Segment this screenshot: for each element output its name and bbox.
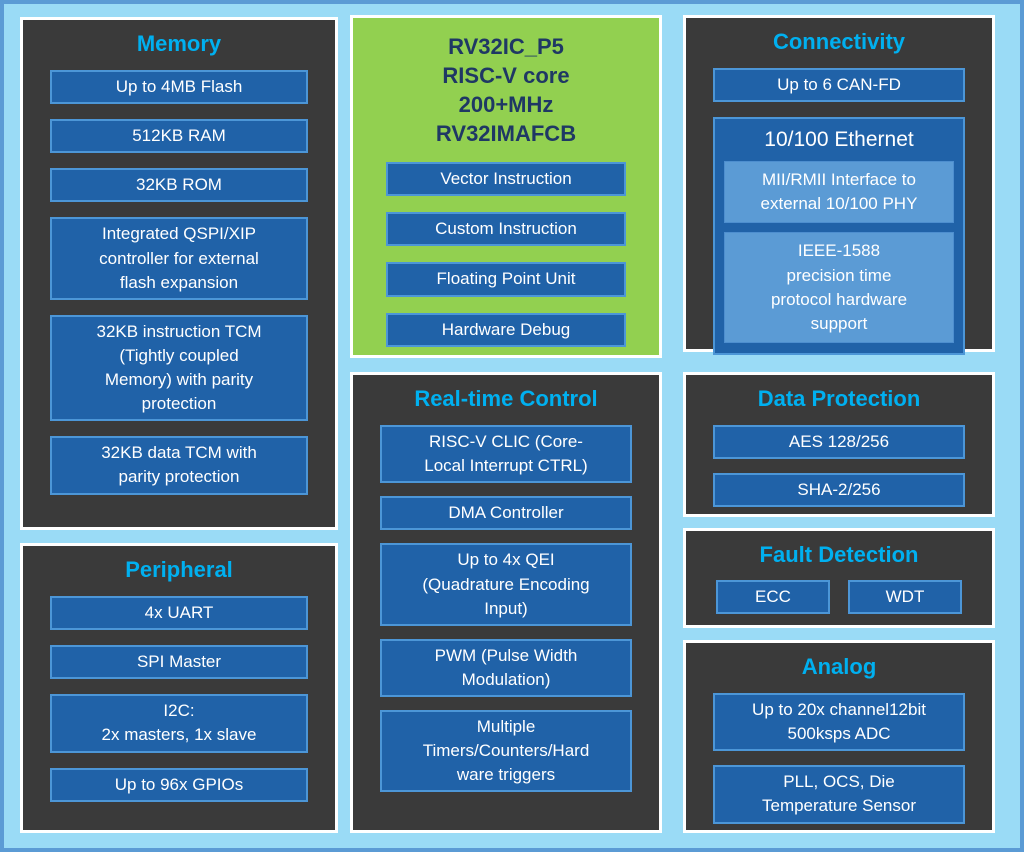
fault-detection-item-ecc: ECC: [716, 580, 830, 615]
peripheral-title: Peripheral: [125, 557, 233, 582]
realtime-item-qei: Up to 4x QEI (Quadrature Encoding Input): [380, 543, 632, 626]
realtime-item-dma: DMA Controller: [380, 496, 632, 531]
data-protection-item-sha: SHA-2/256: [713, 473, 965, 508]
ethernet-label: 10/100 Ethernet: [764, 128, 914, 152]
memory-item-data-tcm: 32KB data TCM with parity protection: [50, 436, 308, 495]
data-protection-item-aes: AES 128/256: [713, 425, 965, 460]
fault-detection-boxes: ECC WDT: [686, 568, 992, 626]
peripheral-item-spi: SPI Master: [50, 645, 308, 680]
core-item-vector-instruction: Vector Instruction: [386, 162, 626, 197]
analog-item-pll: PLL, OCS, Die Temperature Sensor: [713, 765, 965, 824]
memory-panel: Memory Up to 4MB Flash 512KB RAM 32KB RO…: [20, 17, 338, 530]
data-protection-title: Data Protection: [757, 386, 921, 411]
peripheral-panel: Peripheral 4x UART SPI Master I2C: 2x ma…: [20, 543, 338, 833]
core-item-custom-instruction: Custom Instruction: [386, 212, 626, 247]
analog-title: Analog: [801, 654, 877, 679]
connectivity-boxes: Up to 6 CAN-FD 10/100 Ethernet MII/RMII …: [686, 55, 992, 367]
connectivity-item-canfd: Up to 6 CAN-FD: [713, 68, 965, 103]
fault-detection-panel: Fault Detection ECC WDT: [683, 528, 995, 628]
peripheral-boxes: 4x UART SPI Master I2C: 2x masters, 1x s…: [23, 583, 335, 830]
memory-item-rom: 32KB ROM: [50, 168, 308, 203]
fault-detection-item-wdt: WDT: [848, 580, 962, 615]
ethernet-item-ieee1588: IEEE-1588 precision time protocol hardwa…: [724, 232, 954, 343]
ethernet-item-mii-rmii: MII/RMII Interface to external 10/100 PH…: [724, 161, 954, 224]
peripheral-item-uart: 4x UART: [50, 596, 308, 631]
data-protection-panel: Data Protection AES 128/256 SHA-2/256: [683, 372, 995, 517]
memory-item-qspi: Integrated QSPI/XIP controller for exter…: [50, 217, 308, 300]
memory-item-ram: 512KB RAM: [50, 119, 308, 154]
riscv-core-panel: RV32IC_P5 RISC-V core 200+MHz RV32IMAFCB…: [350, 15, 662, 358]
realtime-item-timers: Multiple Timers/Counters/Hard ware trigg…: [380, 710, 632, 793]
core-item-fpu: Floating Point Unit: [386, 262, 626, 297]
realtime-item-pwm: PWM (Pulse Width Modulation): [380, 638, 632, 697]
analog-boxes: Up to 20x channel12bit 500ksps ADC PLL, …: [686, 680, 992, 836]
ethernet-box: 10/100 Ethernet MII/RMII Interface to ex…: [713, 117, 965, 355]
peripheral-item-i2c: I2C: 2x masters, 1x slave: [50, 694, 308, 753]
realtime-control-panel: Real-time Control RISC-V CLIC (Core- Loc…: [350, 372, 662, 833]
memory-title: Memory: [136, 31, 222, 56]
analog-panel: Analog Up to 20x channel12bit 500ksps AD…: [683, 640, 995, 833]
fault-detection-title: Fault Detection: [759, 542, 919, 567]
peripheral-item-gpio: Up to 96x GPIOs: [50, 767, 308, 802]
core-boxes: Vector Instruction Custom Instruction Fl…: [353, 148, 659, 359]
memory-boxes: Up to 4MB Flash 512KB RAM 32KB ROM Integ…: [23, 57, 335, 527]
memory-item-instruction-tcm: 32KB instruction TCM (Tightly coupled Me…: [50, 314, 308, 422]
realtime-control-title: Real-time Control: [414, 386, 598, 411]
data-protection-boxes: AES 128/256 SHA-2/256: [686, 412, 992, 519]
analog-item-adc: Up to 20x channel12bit 500ksps ADC: [713, 693, 965, 752]
core-item-hardware-debug: Hardware Debug: [386, 312, 626, 347]
memory-item-flash: Up to 4MB Flash: [50, 70, 308, 105]
riscv-core-heading: RV32IC_P5 RISC-V core 200+MHz RV32IMAFCB: [435, 34, 577, 147]
realtime-boxes: RISC-V CLIC (Core- Local Interrupt CTRL)…: [353, 412, 659, 830]
connectivity-panel: Connectivity Up to 6 CAN-FD 10/100 Ether…: [683, 15, 995, 355]
connectivity-title: Connectivity: [772, 29, 906, 54]
realtime-item-clic: RISC-V CLIC (Core- Local Interrupt CTRL): [380, 425, 632, 484]
